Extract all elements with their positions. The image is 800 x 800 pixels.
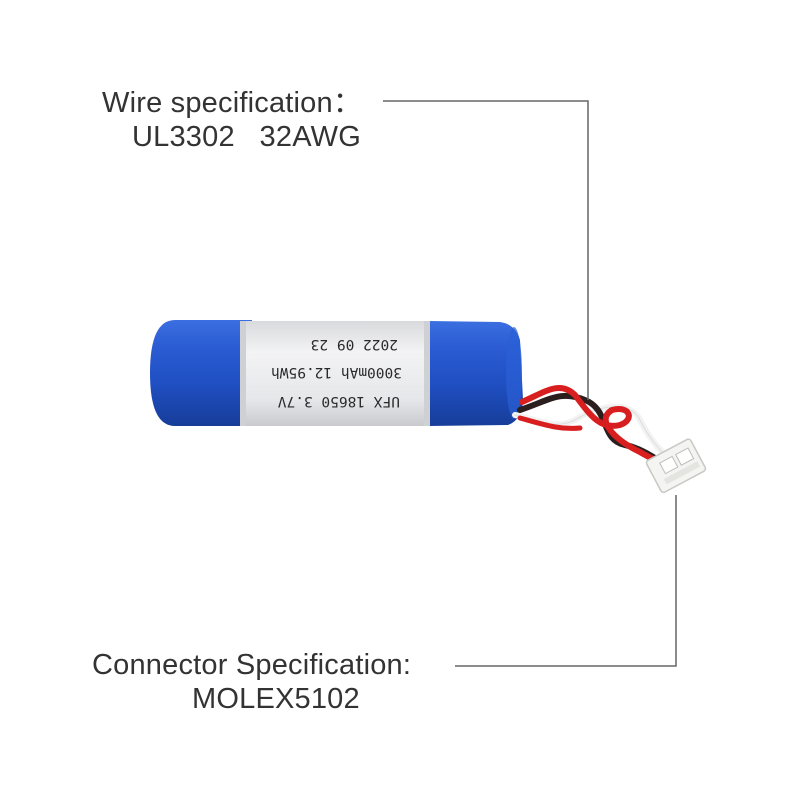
wire-red xyxy=(519,384,675,473)
sleeve-edge xyxy=(240,321,246,426)
connector-callout-line xyxy=(455,495,677,667)
molex-connector xyxy=(645,438,707,494)
battery-body-right xyxy=(428,321,523,426)
sleeve-edge xyxy=(424,321,430,426)
wire-harness xyxy=(512,384,675,473)
battery-left-cap xyxy=(150,320,252,426)
wire-spec-value: UL3302 32AWG xyxy=(132,121,362,153)
wire-spec-title: Wire specification： xyxy=(102,87,363,119)
connector-spec-value: MOLEX5102 xyxy=(192,683,360,715)
battery-label-sleeve xyxy=(240,321,430,426)
battery-cell: UFX 18650 3.7V 3000mAh 12.95Wh 2022 09 2… xyxy=(150,320,523,426)
battery-text-line1: UFX 18650 3.7V xyxy=(278,393,400,409)
connector-spec-label: Connector Specification: MOLEX5102 xyxy=(92,648,411,716)
wire-spec-label: Wire specification： UL3302 32AWG xyxy=(102,86,362,154)
connector-spec-title: Connector Specification: xyxy=(92,649,412,681)
wire-callout-line xyxy=(383,100,589,400)
battery-text-line3: 2022 09 23 xyxy=(311,336,398,352)
battery-text-line2: 3000mAh 12.95Wh xyxy=(271,364,402,380)
battery-end-face xyxy=(506,327,522,419)
callout-lines xyxy=(383,100,677,667)
